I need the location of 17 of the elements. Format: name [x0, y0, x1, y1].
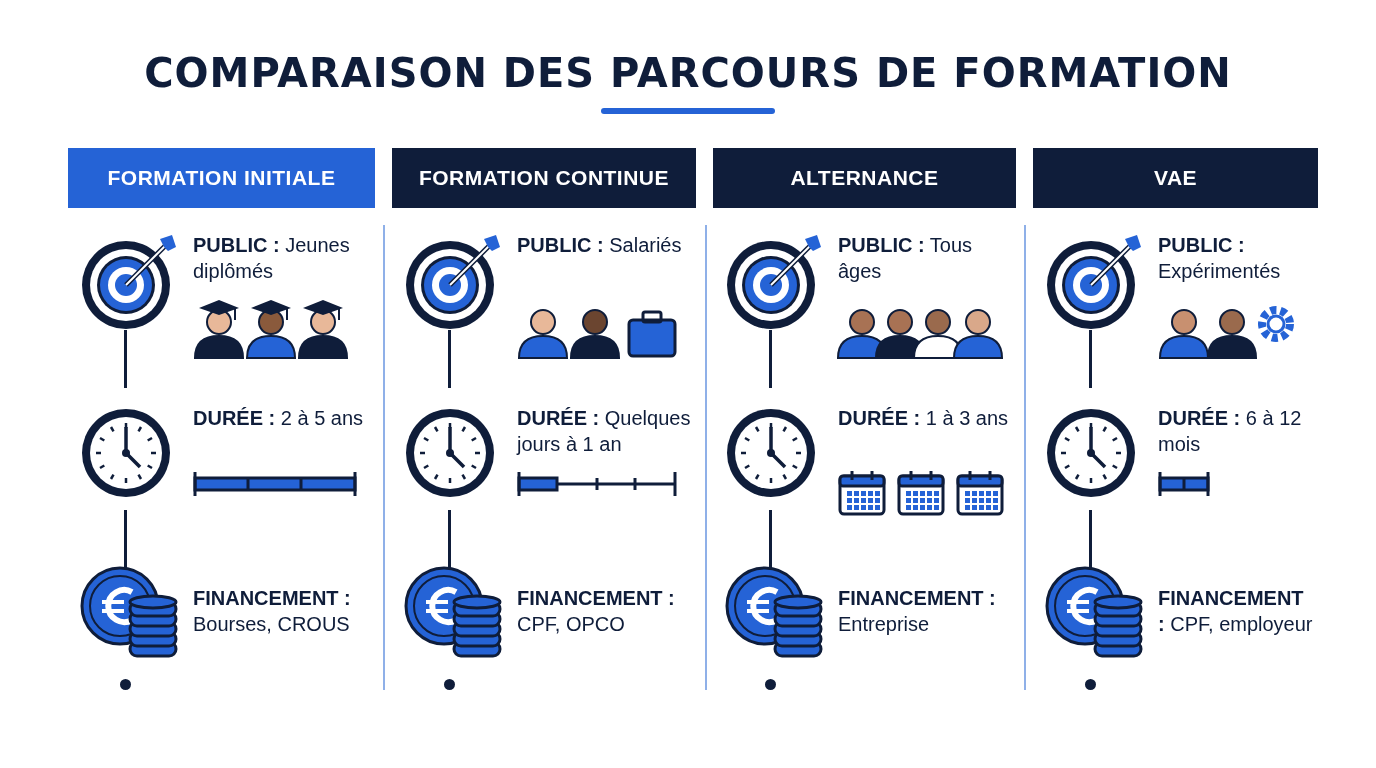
table-cell-text: DURÉE : Quelques jours à 1 an	[517, 406, 691, 457]
table-cell-text: FINANCEMENT : Bourses, CROUS	[193, 586, 352, 637]
column-header: FORMATION INITIALE	[68, 148, 375, 208]
column-header: ALTERNANCE	[713, 148, 1016, 208]
title: COMPARAISON DES PARCOURS DE FORMATION	[143, 50, 1233, 96]
table-cell-text: FINANCEMENT : CPF, employeur	[1158, 586, 1313, 637]
table-cell-text: FINANCEMENT : Entreprise	[838, 586, 997, 637]
table-cell-text: PUBLIC : Tous âges	[838, 233, 974, 284]
table-cell-text: FINANCEMENT : CPF, OPCO	[517, 586, 676, 637]
column-header: VAE	[1033, 148, 1318, 208]
column-header: FORMATION CONTINUE	[392, 148, 696, 208]
table-cell-text: DURÉE : 2 à 5 ans	[193, 406, 365, 431]
table-cell-text: PUBLIC : Expérimentés	[1158, 233, 1282, 284]
table-cell-text: DURÉE : 6 à 12 mois	[1158, 406, 1303, 457]
table-cell-text: DURÉE : 1 à 3 ans	[838, 406, 1010, 431]
table-cell-text: PUBLIC : Jeunes diplômés	[193, 233, 351, 284]
table-cell-text: PUBLIC : Salariés	[517, 233, 683, 258]
